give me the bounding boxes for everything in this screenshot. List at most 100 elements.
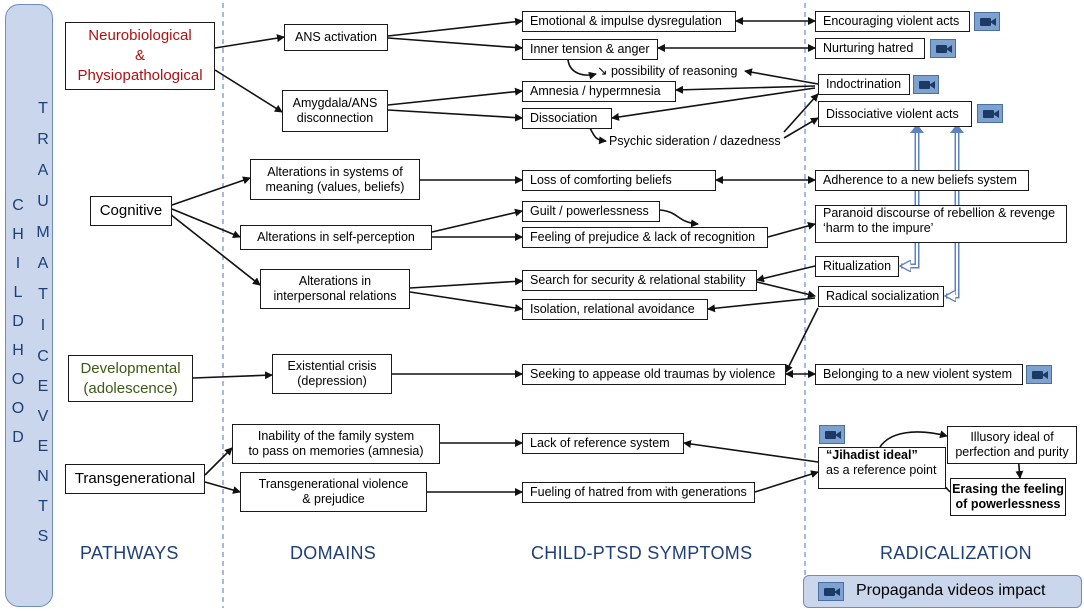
sidebar-letter: D (12, 313, 24, 330)
domain-meaning-line2: meaning (values, beliefs) (265, 179, 405, 194)
radical-dissociative-acts-label: Dissociative violent acts (826, 106, 959, 121)
heading-pathways: PATHWAYS (80, 543, 179, 563)
symptom-prejudice-label: Feeling of prejudice & lack of recogniti… (530, 230, 756, 244)
radical-encouraging-label: Encouraging violent acts (823, 14, 960, 28)
arrow-amygdala-to-amnesia (387, 87, 523, 106)
domain-transgen-violence: Transgenerational violence & prejudice (240, 472, 427, 512)
sidebar-letter: L (13, 284, 23, 301)
domain-family-line1: Inability of the family system (257, 429, 415, 443)
arrow-self-guilt (431, 208, 523, 233)
domain-interpersonal-line1: Alterations in (298, 274, 372, 288)
arrow-indoctrination-amnesia (675, 85, 816, 94)
sidebar-letter: C (12, 197, 24, 214)
sidebar-letter: H (12, 342, 24, 359)
radical-nurturing-label: Nurturing hatred (823, 41, 914, 55)
video-camera-icon (818, 582, 844, 601)
arrow-interp-security (409, 277, 523, 289)
symptom-amnesia-label: Amnesia / hypermnesia (530, 84, 661, 98)
sidebar-letter: M (36, 224, 50, 241)
radical-erasing: Erasing the feeling of powerlessness (950, 478, 1066, 516)
radical-erasing-line1: Erasing the feeling (952, 482, 1064, 496)
domain-existential-line2: (depression) (297, 374, 367, 388)
radical-erasing-line2: of powerlessness (955, 497, 1061, 511)
domain-family-line2: to pass on memories (amnesia) (248, 444, 424, 458)
symptom-emotional: Emotional & impulse dysregulation (522, 11, 736, 32)
radical-jihadist-ideal: “Jihadist ideal” as a reference point (818, 447, 946, 489)
domain-interpersonal: Alterations in interpersonal relations (260, 269, 410, 309)
symptom-emotional-label: Emotional & impulse dysregulation (530, 14, 722, 28)
legend-label: Propaganda videos impact (856, 582, 1046, 599)
radical-socialization-label: Radical socialization (826, 289, 940, 303)
domain-meaning-line1: Alterations in systems of (267, 164, 403, 179)
arrow-neuro-to-amygdala (214, 69, 283, 113)
pathway-developmental: Developmental (adolescence) (68, 355, 193, 402)
sidebar-letter: E (37, 378, 49, 395)
radical-indoctrination: Indoctrination (818, 74, 910, 95)
arrow-cognitive-meaning (171, 176, 251, 206)
column-dividers (222, 3, 806, 608)
symptom-amnesia: Amnesia / hypermnesia (522, 81, 676, 102)
arrow-cognitive-interpersonal (169, 213, 261, 286)
sidebar-letter: O (11, 371, 25, 388)
sidebar-letter: O (11, 400, 25, 417)
pathway-developmental-line1: Developmental (80, 359, 181, 377)
domain-transgen-violence-line1: Transgenerational violence (258, 477, 409, 491)
sidebar-letter: V (37, 408, 49, 425)
pathway-neurobiological: Neurobiological & Physiopathological (65, 22, 215, 90)
arrow-guilt-prejudice (659, 209, 699, 228)
radical-ritualization-label: Ritualization (823, 259, 892, 273)
symptom-security: Search for security & relational stabili… (522, 270, 757, 291)
heading-radicalization: RADICALIZATION (880, 543, 1032, 563)
symptom-possibility: ↘ possibility of reasoning (597, 64, 738, 78)
sidebar-letter: D (12, 429, 24, 446)
radical-paranoid: Paranoid discourse of rebellion & reveng… (815, 205, 1067, 243)
domain-meaning: Alterations in systems of meaning (value… (250, 159, 420, 200)
symptom-guilt: Guilt / powerlessness (522, 201, 660, 222)
domain-transgen-violence-line2: & prejudice (302, 492, 365, 506)
domain-existential-line1: Existential crisis (287, 359, 377, 373)
domain-amygdala-line1: Amygdala/ANS (292, 96, 378, 110)
arrow-radical-appease (785, 307, 819, 373)
heading-symptoms: CHILD-PTSD SYMPTOMS (531, 543, 753, 563)
sidebar-letter: C (37, 348, 49, 365)
sidebar-letter: H (12, 226, 24, 243)
arrow-radical-isolation (707, 297, 816, 313)
arrow-security-radical (756, 281, 816, 299)
arrow-jihadist-illusory (879, 430, 948, 448)
symptom-appease-label: Seeking to appease old traumas by violen… (530, 367, 776, 381)
pathway-neurobiological-line3: Physiopathological (77, 67, 203, 84)
sidebar-letter: E (37, 438, 49, 455)
radical-socialization: Radical socialization (818, 286, 944, 307)
arrow-dev-existential (192, 371, 273, 380)
arrow-fueling-jihadist (754, 470, 819, 493)
arrow-transgen-violence (204, 481, 241, 494)
radical-illusory: Illusory ideal of perfection and purity (947, 426, 1077, 464)
symptom-dissociation-label: Dissociation (530, 111, 598, 125)
arrow-dissociation-to-sideration (589, 127, 607, 145)
arrow-ans-to-innertension (387, 37, 523, 52)
sidebar-letter: R (37, 131, 49, 148)
sidebar-letter: T (38, 100, 48, 117)
symptom-lack-reference-label: Lack of reference system (530, 436, 670, 450)
arrow-amygdala-to-dissociation (387, 109, 523, 122)
arrow-cognitive-self (171, 208, 241, 239)
legend: Propaganda videos impact (803, 575, 1082, 608)
domain-self-perception: Alterations in self-perception (240, 225, 432, 250)
domain-ans-activation: ANS activation (284, 24, 388, 51)
symptom-appease: Seeking to appease old traumas by violen… (522, 364, 786, 385)
sidebar-letter: N (37, 468, 49, 485)
symptom-dissociation: Dissociation (522, 108, 612, 129)
radical-adherence-label: Adherence to a new beliefs system (823, 173, 1017, 187)
pathway-developmental-line2: (adolescence) (83, 379, 178, 397)
video-camera-icon (974, 12, 1000, 31)
arrow-transgen-family (204, 447, 233, 476)
pathway-neurobiological-line1: Neurobiological (88, 27, 192, 44)
domain-existential: Existential crisis (depression) (272, 354, 392, 394)
pathway-cognitive-label: Cognitive (99, 202, 163, 219)
video-camera-icon (1026, 365, 1052, 384)
symptom-loss-beliefs: Loss of comforting beliefs (522, 170, 716, 191)
arrow-prejudice-paranoid (767, 222, 816, 238)
domain-amygdala-line2: disconnection (296, 111, 374, 125)
arrow-ritual-security (756, 265, 816, 283)
